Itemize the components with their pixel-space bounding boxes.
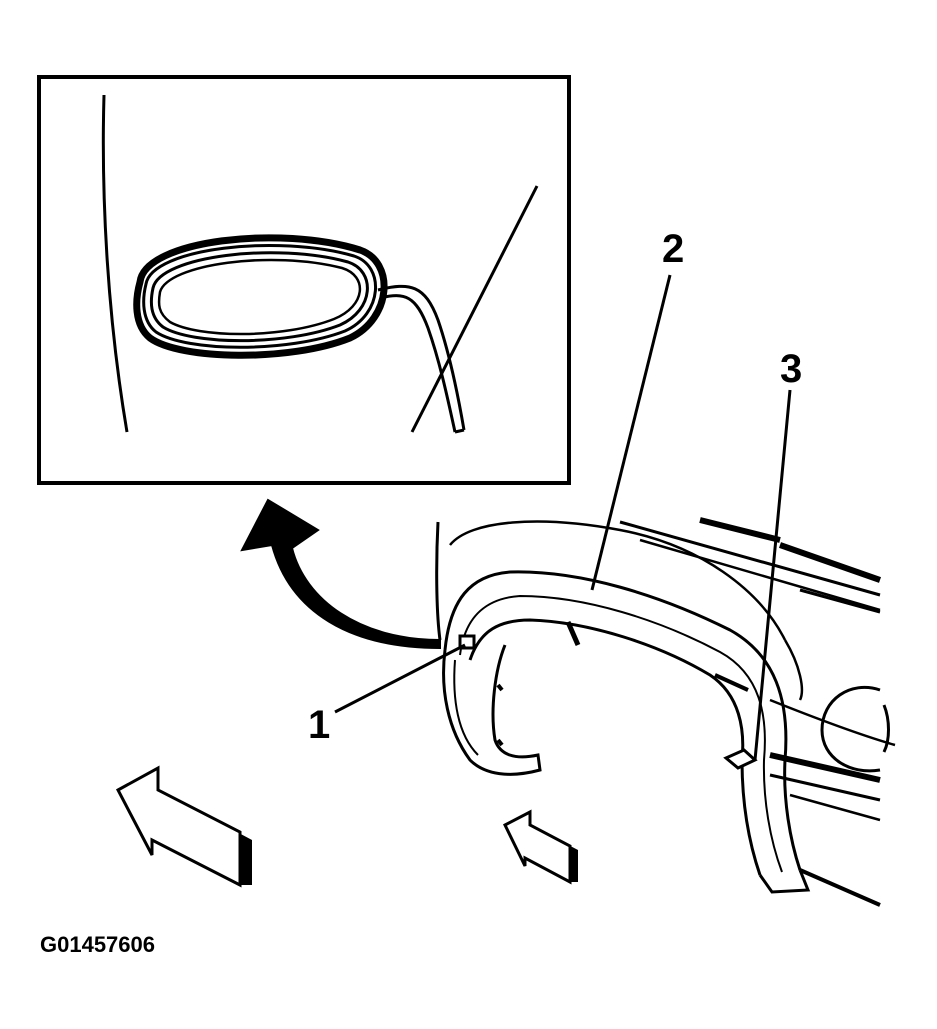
leader-2 [590,274,672,591]
leader-lines [334,274,792,761]
vehicle-body [435,517,896,907]
figure-id: G01457606 [40,932,155,957]
detail-pointer-arrow [240,498,441,650]
inset-body-edge [101,94,129,433]
callout-3: 3 [780,347,802,391]
retainer-3 [723,748,758,770]
detail-inset [37,75,571,485]
wheel-flare-molding [442,570,811,894]
callout-1: 1 [308,703,330,747]
coiled-wire [133,234,466,434]
inset-frame [37,75,571,485]
inset-panel-line [410,185,539,433]
leader-3 [753,389,792,761]
callout-2: 2 [662,227,684,271]
leader-1 [334,643,466,714]
forward-arrow-large [115,765,252,888]
forward-arrow-small [503,809,578,885]
